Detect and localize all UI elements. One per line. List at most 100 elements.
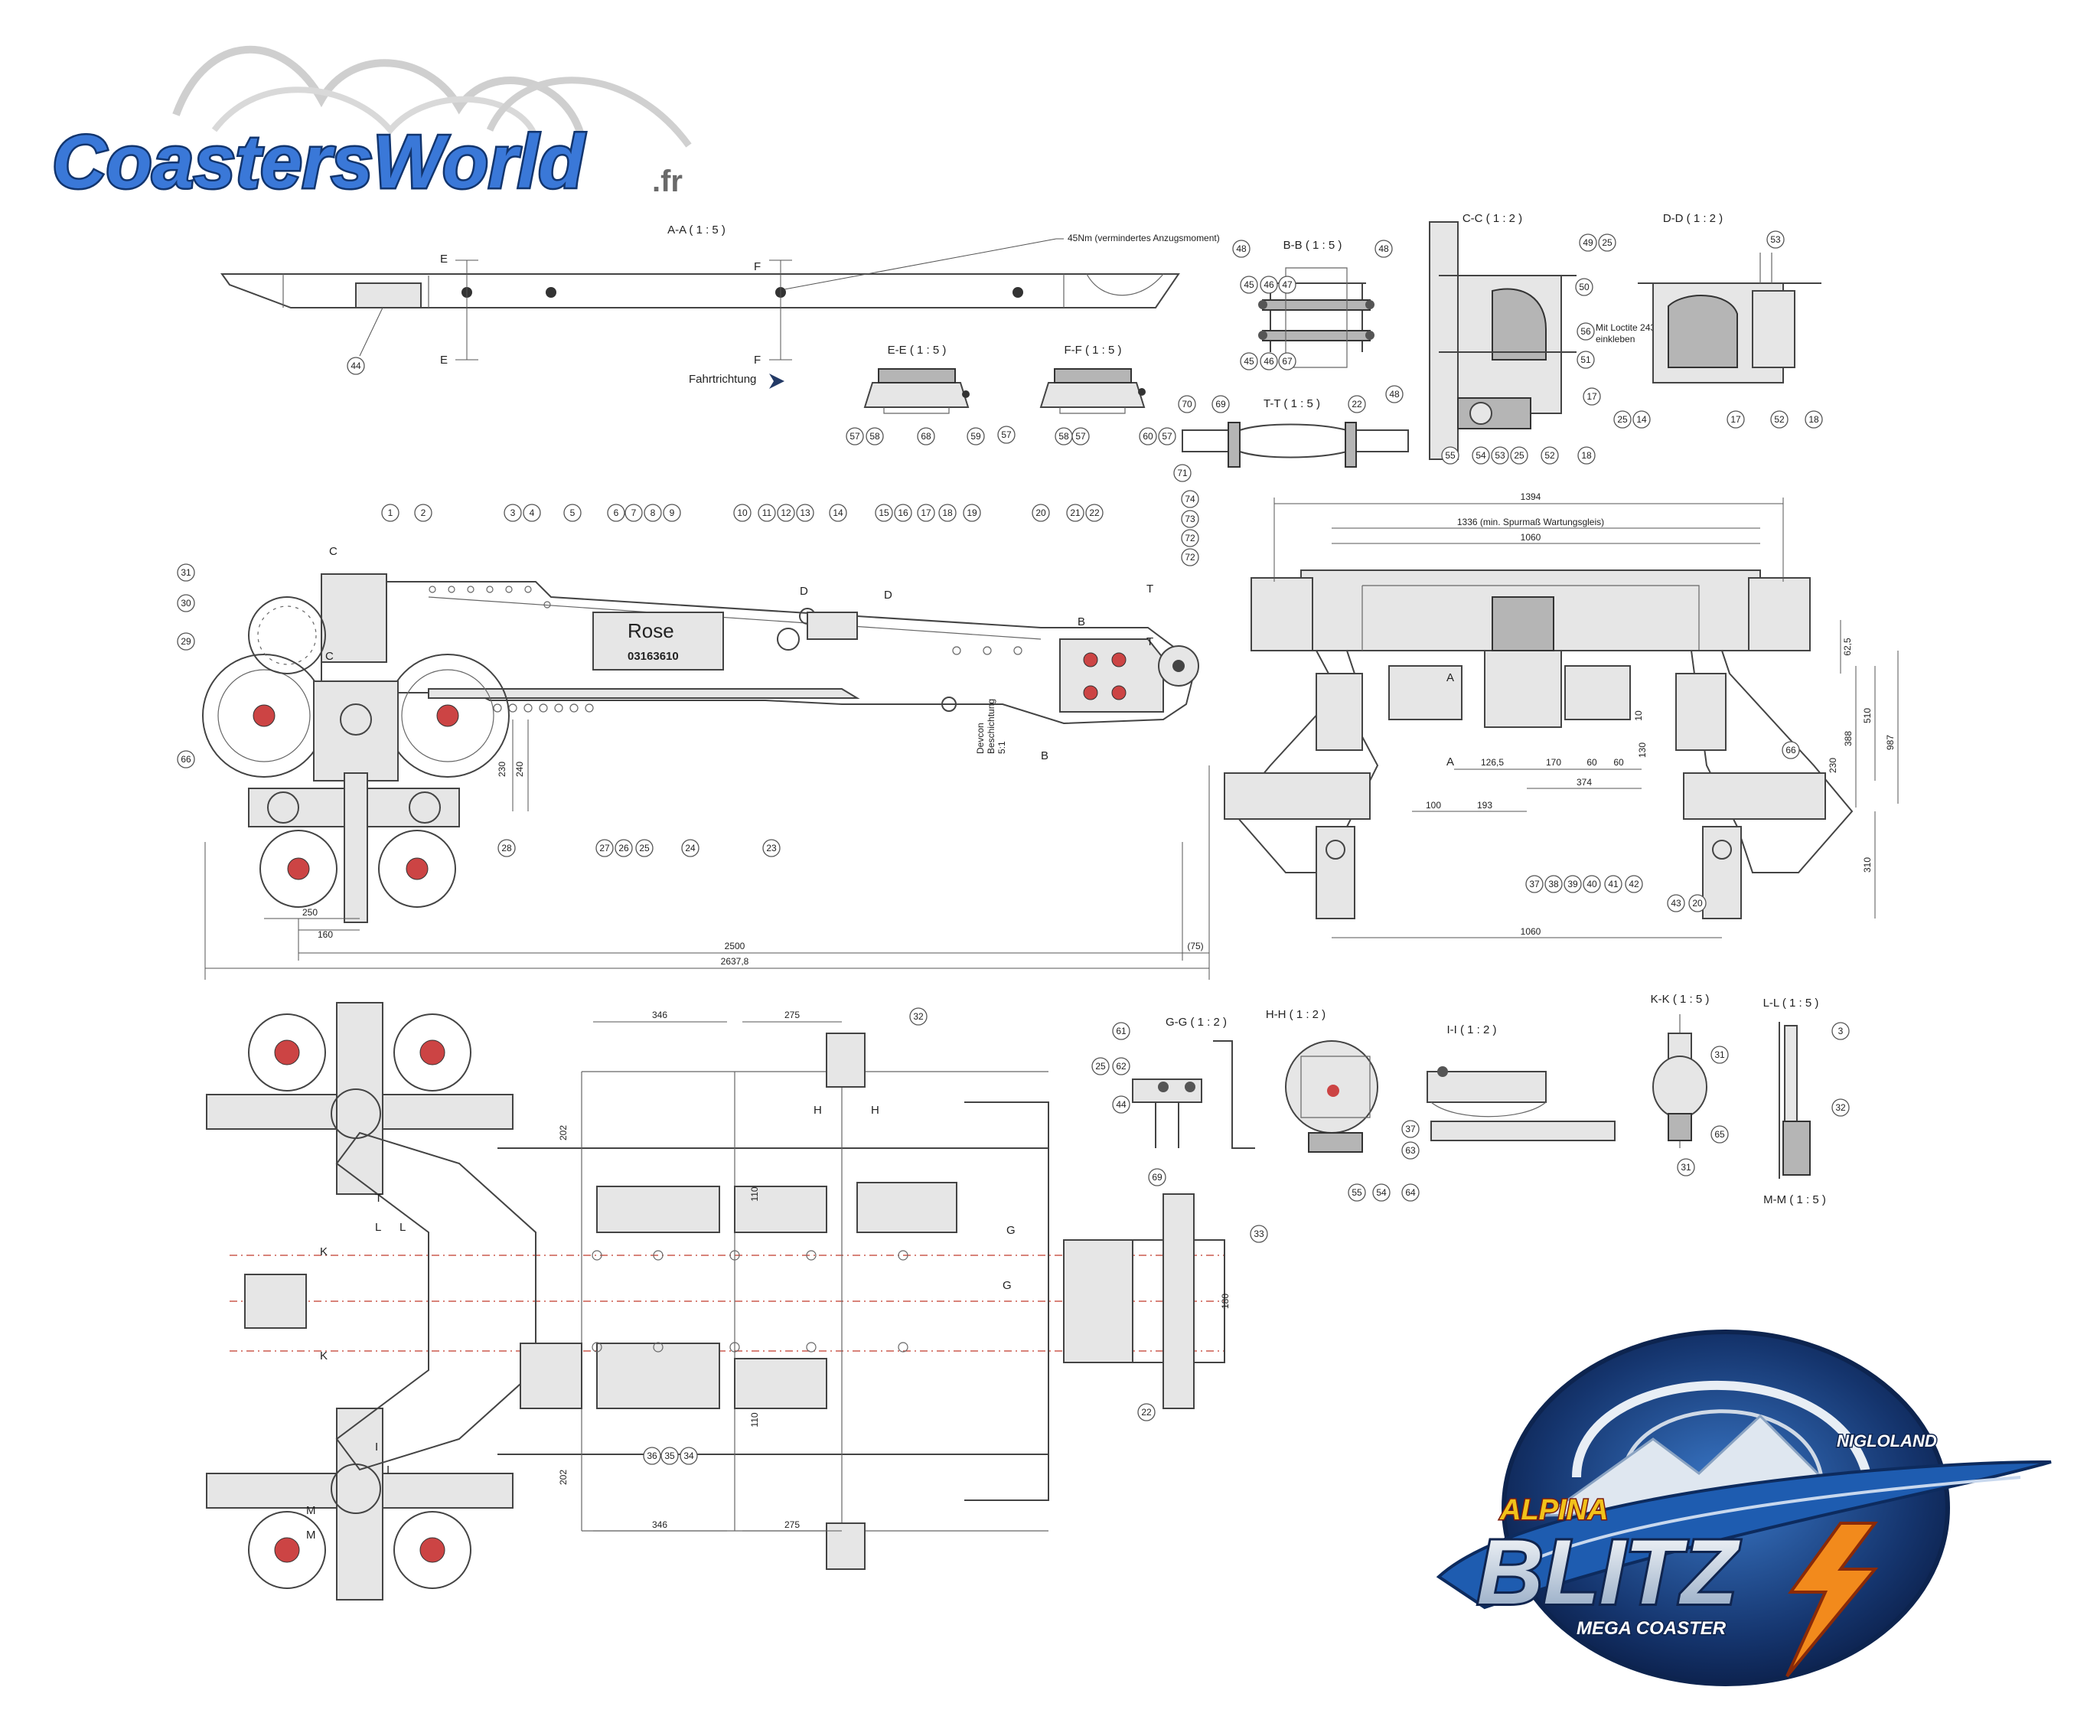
rose-brake-unit: [592, 612, 724, 671]
item-balloon-label: 57: [1075, 431, 1086, 442]
item-balloon: [1348, 395, 1366, 413]
item-balloon: [644, 504, 662, 522]
item-balloon-label: 43: [1671, 898, 1681, 909]
item-balloon-label: 58: [1058, 431, 1069, 442]
item-balloon-label: 55: [1445, 450, 1456, 461]
item-balloon: [595, 839, 614, 857]
item-balloon-label: 25: [639, 843, 650, 853]
logo-mega-coaster: MEGA COASTER: [1577, 1618, 1727, 1639]
dim-374: 374: [1577, 777, 1592, 788]
dim-60a: 60: [1586, 757, 1597, 768]
section-mark-k-top: K: [320, 1245, 328, 1258]
item-balloon-label: 25: [1617, 414, 1628, 425]
item-balloon: [875, 504, 893, 522]
item-balloon-label: 22: [1089, 507, 1100, 518]
item-balloon-label: 3: [1838, 1026, 1844, 1036]
view-hh: H-H ( 1 : 2 ): [1266, 1008, 1378, 1153]
section-mark-t-plan: T: [375, 1192, 382, 1205]
item-balloon-label: 37: [1529, 879, 1540, 889]
dim-346-top: 346: [652, 1010, 667, 1020]
item-balloon: [866, 427, 884, 445]
view-ll-title: L-L ( 1 : 5 ): [1763, 997, 1819, 1010]
item-balloon-label: 39: [1567, 879, 1578, 889]
view-tt: T-T ( 1 : 5 ): [1182, 397, 1409, 468]
direction-label: Fahrtrichtung: [689, 373, 756, 386]
item-balloon-label: 42: [1629, 879, 1639, 889]
item-balloon-label: 25: [1514, 450, 1524, 461]
item-balloon: [1148, 1168, 1166, 1186]
section-mark-d-left: D: [800, 585, 808, 598]
dim-510: 510: [1862, 708, 1873, 723]
item-balloon-label: 62: [1116, 1061, 1127, 1072]
item-balloon-label: 14: [833, 507, 843, 518]
item-balloon: [1372, 1183, 1391, 1202]
item-balloon-label: 40: [1586, 879, 1597, 889]
view-mm-title: M-M ( 1 : 5 ): [1763, 1193, 1826, 1206]
dim-202-top: 202: [558, 1125, 569, 1140]
item-balloon-label: 16: [898, 507, 908, 518]
section-mark-t-bottom: T: [1146, 635, 1153, 648]
section-mark-l-right: L: [399, 1221, 406, 1234]
dim-170: 170: [1546, 757, 1561, 768]
item-balloon: [1710, 1125, 1729, 1144]
item-balloon-label: 71: [1177, 468, 1188, 478]
item-balloon-label: 37: [1405, 1124, 1416, 1134]
item-balloon: [894, 504, 912, 522]
svg-text:Beschichtung: Beschichtung: [986, 699, 996, 754]
item-balloon-label: 25: [1095, 1061, 1106, 1072]
item-balloon: [796, 504, 814, 522]
section-mark-f-bottom: F: [754, 354, 761, 367]
item-balloon: [497, 839, 516, 857]
section-mark-i-top: I: [375, 1441, 378, 1454]
item-balloon: [1577, 322, 1595, 341]
section-mark-h-left: H: [814, 1104, 822, 1117]
item-balloon: [177, 563, 195, 582]
item-balloon: [917, 504, 935, 522]
item-balloon: [1091, 1057, 1110, 1075]
section-mark-i-bottom: I: [386, 1464, 390, 1477]
item-balloon: [1032, 504, 1050, 522]
item-balloon-label: 36: [647, 1450, 657, 1461]
dim-202-bottom: 202: [558, 1470, 569, 1485]
item-balloon: [1677, 1158, 1695, 1176]
item-balloon-label: 69: [1152, 1172, 1162, 1183]
item-balloon: [1374, 240, 1393, 258]
item-balloon-label: 35: [664, 1450, 675, 1461]
dim-100: 100: [1426, 800, 1441, 811]
item-balloon: [938, 504, 957, 522]
view-ff-title: F-F ( 1 : 5 ): [1065, 344, 1122, 357]
item-balloon: [1401, 1120, 1420, 1138]
section-mark-d-right: D: [884, 589, 892, 602]
item-balloon-label: 19: [967, 507, 977, 518]
item-balloon-label: 15: [879, 507, 889, 518]
item-balloon: [1260, 352, 1278, 370]
item-balloon-label: 22: [1141, 1407, 1152, 1418]
item-balloon-label: 74: [1185, 494, 1195, 504]
section-mark-k-bottom: K: [320, 1349, 328, 1362]
item-balloon-label: 25: [1602, 237, 1612, 248]
item-balloon: [967, 427, 985, 445]
torque-note: 45Nm (vermindertes Anzugsmoment): [1068, 233, 1220, 243]
view-front: 1394 1336 (min. Spurmaß Wartungsgleis) 1…: [1224, 491, 1899, 938]
item-balloon-label: 8: [651, 507, 656, 518]
view-ee-title: E-E ( 1 : 5 ): [888, 344, 947, 357]
item-balloon: [1278, 276, 1296, 294]
view-aa-title: A-A ( 1 : 5 ): [667, 224, 726, 237]
item-balloon: [681, 839, 699, 857]
logo-alpina: ALPINA: [1499, 1494, 1608, 1526]
item-balloon-label: 4: [530, 507, 535, 518]
item-balloon: [414, 504, 432, 522]
item-balloon-label: 46: [1264, 356, 1274, 367]
item-balloon: [1112, 1057, 1130, 1075]
item-balloon: [1710, 1046, 1729, 1064]
item-balloon-label: 29: [181, 636, 191, 647]
item-balloon: [177, 632, 195, 651]
item-balloon-label: 18: [1808, 414, 1819, 425]
item-balloon: [1577, 351, 1595, 369]
item-balloon: [1575, 278, 1593, 296]
view-hh-title: H-H ( 1 : 2 ): [1266, 1008, 1326, 1021]
item-balloon: [1727, 410, 1745, 429]
item-balloon-label: 61: [1116, 1026, 1127, 1036]
item-balloon: [1278, 352, 1296, 370]
